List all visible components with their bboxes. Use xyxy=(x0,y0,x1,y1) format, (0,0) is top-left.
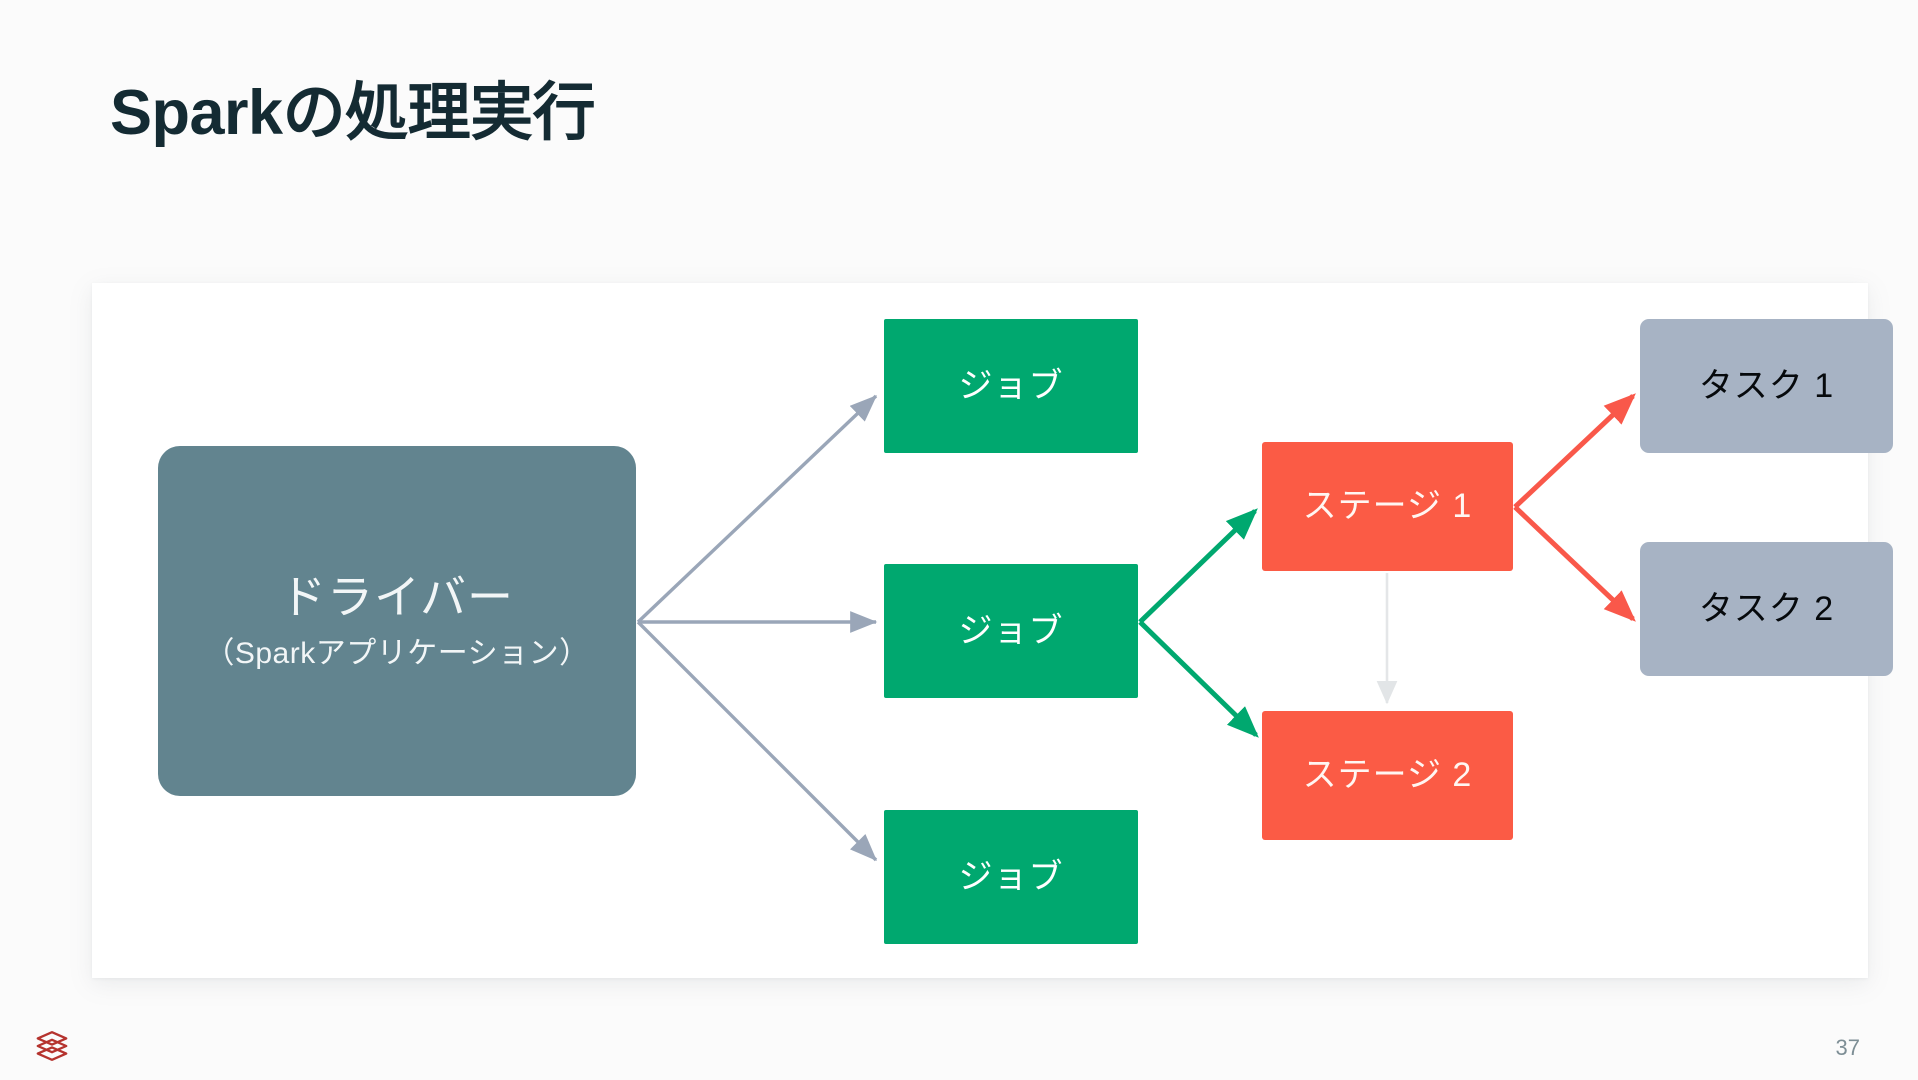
edge-driver-to-job-3 xyxy=(636,620,878,862)
diagram-card: ドライバー （Sparkアプリケーション） ジョブ ジョブ ジョブ ステージ 1… xyxy=(92,283,1893,978)
edge-job-to-stage-2 xyxy=(1138,620,1259,738)
driver-title: ドライバー xyxy=(279,571,515,624)
page-number: 37 xyxy=(1835,1035,1860,1060)
databricks-logo-icon xyxy=(36,1031,68,1061)
node-job-1[interactable]: ジョブ xyxy=(884,319,1138,453)
node-stage-1[interactable]: ステージ 1 xyxy=(1262,442,1513,571)
edge-job-to-stage-1 xyxy=(1138,508,1258,624)
stage-2-label: ステージ 2 xyxy=(1302,756,1473,795)
diagram-canvas: ドライバー （Sparkアプリケーション） ジョブ ジョブ ジョブ ステージ 1… xyxy=(92,283,1893,978)
page-title: Sparkの処理実行 xyxy=(110,78,596,148)
node-job-3[interactable]: ジョブ xyxy=(884,810,1138,944)
job-3-label: ジョブ xyxy=(958,857,1064,896)
driver-subtitle: （Sparkアプリケーション） xyxy=(204,637,590,671)
task-1-label: タスク 1 xyxy=(1698,366,1835,405)
stage-1-label: ステージ 1 xyxy=(1302,487,1473,526)
job-1-label: ジョブ xyxy=(958,366,1064,405)
edge-stage1-to-task-1 xyxy=(1513,393,1636,509)
node-job-2[interactable]: ジョブ xyxy=(884,564,1138,698)
node-driver[interactable]: ドライバー （Sparkアプリケーション） xyxy=(158,446,636,796)
job-2-label: ジョブ xyxy=(958,611,1064,650)
node-task-1[interactable]: タスク 1 xyxy=(1640,319,1893,453)
edge-stage1-to-task-2 xyxy=(1513,505,1636,622)
node-task-2[interactable]: タスク 2 xyxy=(1640,542,1893,676)
node-stage-2[interactable]: ステージ 2 xyxy=(1262,711,1513,840)
task-2-label: タスク 2 xyxy=(1698,589,1835,628)
edge-driver-to-job-1 xyxy=(636,394,878,624)
